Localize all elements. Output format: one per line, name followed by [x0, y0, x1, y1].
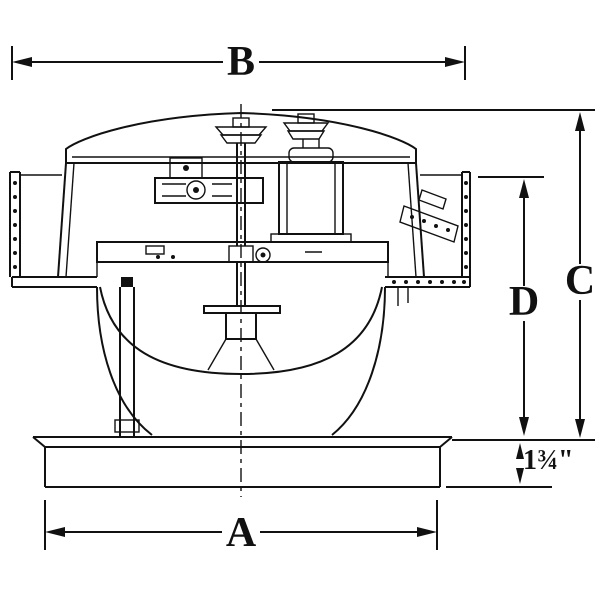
dimension-label-base: 1¾" [523, 445, 574, 476]
bell-housing [96, 286, 409, 436]
shaft-bearing [228, 245, 254, 263]
hood [65, 111, 417, 164]
arrowhead-up [519, 179, 529, 198]
arrowhead-left [45, 527, 65, 537]
motor [270, 147, 352, 243]
dimension-b: B [11, 39, 466, 85]
arrowhead-right [445, 57, 465, 67]
arrowhead-up [516, 443, 524, 459]
arrowhead-right [417, 527, 437, 537]
dimension-c: C [272, 109, 595, 441]
arrowhead-up [575, 112, 585, 131]
fan-shaft [236, 143, 246, 306]
arrowhead-down [519, 417, 529, 436]
drive-sheaves [214, 113, 330, 148]
tilted-plate [399, 189, 459, 243]
dimension-label-c: C [565, 258, 595, 304]
arrowhead-left [12, 57, 32, 67]
bracket-box [169, 157, 203, 179]
left-flange [9, 171, 97, 288]
dimension-base-height: 1¾" [446, 443, 574, 488]
upper-housing [57, 162, 425, 278]
venturi-inlet [99, 286, 383, 376]
deck-panel [96, 241, 389, 277]
arrowhead-down [516, 468, 524, 484]
dimension-a: A [44, 500, 438, 556]
dimension-label-a: A [226, 510, 257, 556]
drive-bracket [154, 157, 264, 204]
dimension-label-b: B [227, 39, 255, 85]
base-curb [32, 436, 453, 488]
arrowhead-down [575, 419, 585, 438]
support-leg [114, 277, 140, 437]
right-flange [385, 171, 471, 288]
dimension-label-d: D [509, 279, 539, 325]
dimension-d: D [478, 176, 544, 436]
fan-wheel [203, 305, 281, 371]
fan-assembly [9, 104, 471, 497]
